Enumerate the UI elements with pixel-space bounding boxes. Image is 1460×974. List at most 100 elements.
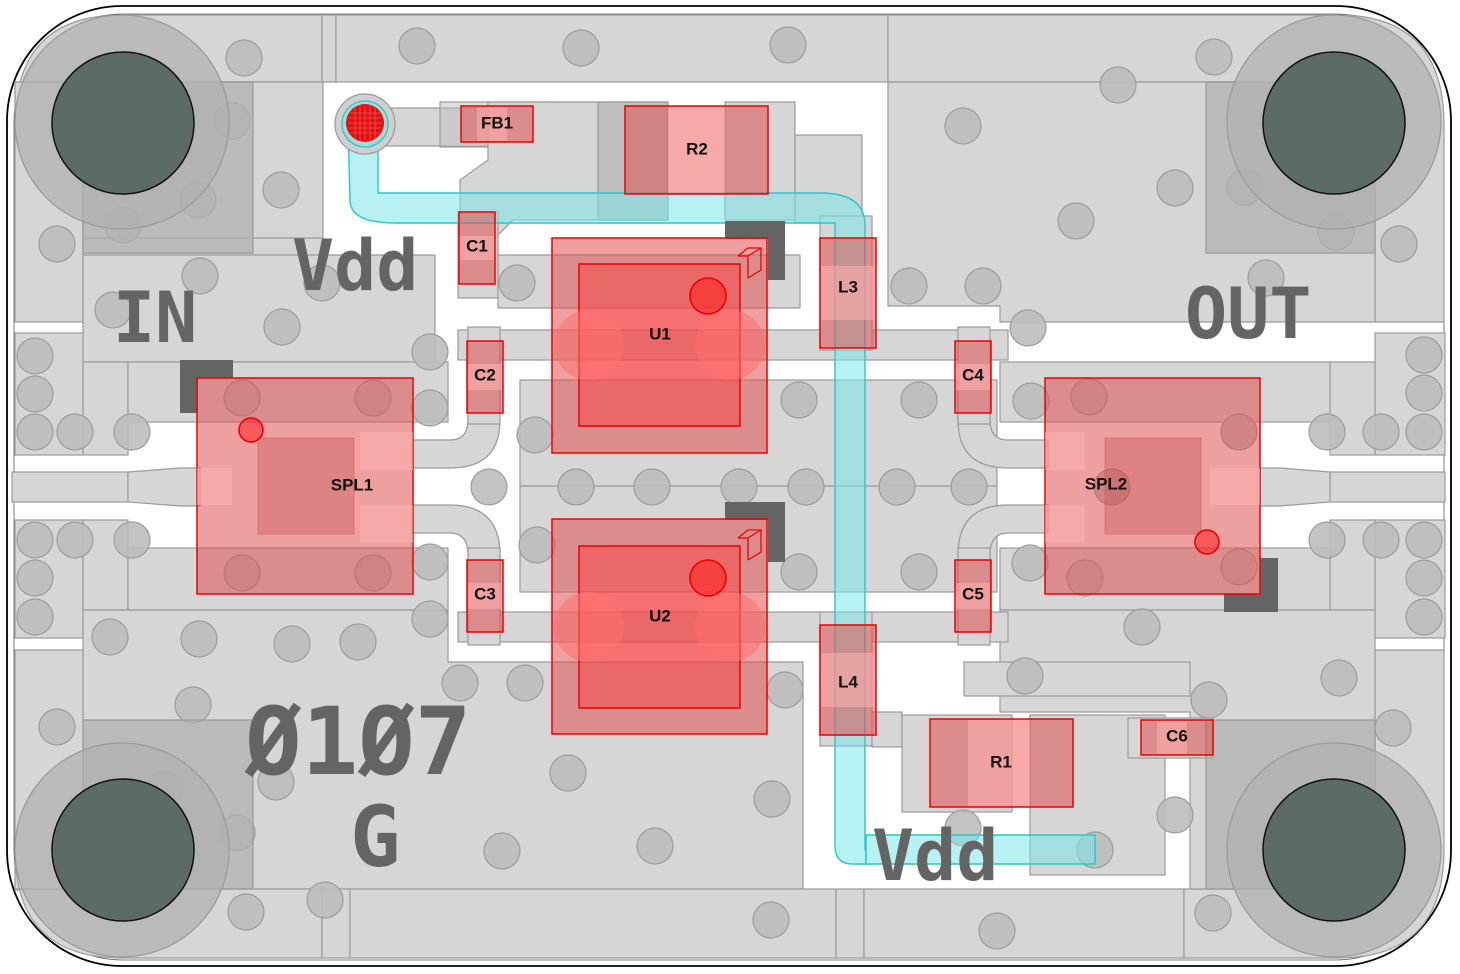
ground-via	[498, 264, 536, 302]
ground-via	[441, 664, 479, 702]
ground-via	[1156, 169, 1194, 207]
c2-label: C2	[474, 365, 496, 384]
component-r1[interactable]: R1	[929, 718, 1074, 808]
ground-via	[780, 553, 818, 591]
ground-via	[16, 337, 54, 375]
ground-via	[1195, 38, 1233, 76]
ground-via	[16, 598, 54, 636]
ground-via	[470, 468, 508, 506]
ground-via	[113, 521, 151, 559]
ground-via	[964, 267, 1002, 305]
ground-via	[273, 625, 311, 663]
ground-via	[950, 468, 988, 506]
ground-via	[94, 291, 132, 329]
component-c6[interactable]: C6	[1140, 719, 1214, 756]
ground-via	[38, 225, 76, 263]
spl1-label: SPL1	[331, 475, 374, 494]
ground-via	[900, 381, 938, 419]
mounting-hole-bottom-left	[14, 719, 254, 958]
ground-via	[1194, 894, 1232, 932]
ground-via	[1012, 382, 1050, 420]
ground-via	[1123, 608, 1161, 646]
ground-via	[306, 881, 344, 919]
component-fb1[interactable]: FB1	[460, 105, 534, 143]
ground-via	[1405, 559, 1443, 597]
silk-vdd-bottom: Vdd	[872, 815, 998, 897]
ground-via	[1374, 709, 1412, 747]
silk-vdd-top: Vdd	[292, 225, 418, 307]
component-c1[interactable]: C1	[458, 211, 496, 285]
ground-via	[1057, 202, 1095, 240]
r1-label: R1	[990, 752, 1012, 771]
component-c2[interactable]: C2	[466, 340, 504, 414]
component-r2[interactable]: R2	[624, 105, 769, 195]
ground-via	[1362, 521, 1400, 559]
ground-via	[1405, 374, 1443, 412]
ground-via	[518, 526, 556, 564]
ground-via	[56, 521, 94, 559]
ground-via	[1362, 413, 1400, 451]
ground-via	[1099, 66, 1137, 104]
l4-label: L4	[838, 672, 858, 691]
mounting-hole-bottom-right	[1205, 719, 1442, 958]
ground-via	[890, 267, 928, 305]
ground-via	[411, 389, 449, 427]
ground-via	[1405, 336, 1443, 374]
ground-via	[1308, 413, 1346, 451]
ground-via	[720, 468, 758, 506]
ground-via	[91, 618, 129, 656]
ground-via	[1156, 796, 1194, 834]
ground-via	[978, 912, 1016, 950]
vdd-bias-trace	[334, 93, 1096, 865]
component-c4[interactable]: C4	[954, 340, 992, 414]
component-c5[interactable]: C5	[954, 559, 992, 633]
ground-via	[1405, 598, 1443, 636]
component-c3[interactable]: C3	[466, 559, 504, 633]
orientation-cube-u1	[737, 247, 762, 279]
c5-label: C5	[962, 584, 984, 603]
silk-in: IN	[113, 277, 197, 359]
ground-via	[516, 416, 554, 454]
ground-via	[16, 521, 54, 559]
component-u1[interactable]: U1	[551, 237, 768, 454]
silk-out: OUT	[1185, 273, 1311, 355]
component-u2[interactable]: U2	[551, 518, 768, 735]
l3-label: L3	[838, 277, 858, 296]
ground-via	[38, 708, 76, 746]
ground-via	[113, 413, 151, 451]
ground-via	[1405, 521, 1443, 559]
ground-via	[257, 763, 295, 801]
ground-via	[181, 257, 219, 295]
ground-via	[398, 27, 436, 65]
ground-via	[225, 39, 263, 77]
ground-via	[1011, 544, 1049, 582]
ground-via	[1009, 309, 1047, 347]
ground-via	[411, 600, 449, 638]
component-spl2[interactable]: SPL2	[1044, 377, 1261, 595]
component-spl1[interactable]: SPL1	[196, 377, 414, 595]
ground-via	[16, 413, 54, 451]
component-l3[interactable]: L3	[819, 237, 877, 349]
via-field	[16, 26, 1443, 950]
ground-via	[549, 754, 587, 792]
mounting-hole-top-right	[1205, 14, 1442, 254]
ground-via	[753, 780, 791, 818]
orientation-cube-u2	[737, 529, 762, 561]
ground-via	[787, 468, 825, 506]
ground-via	[339, 623, 377, 661]
r2-label: R2	[686, 139, 708, 158]
ground-via	[557, 468, 595, 506]
ground-via	[766, 671, 804, 709]
ground-via	[944, 107, 982, 145]
ground-via	[1320, 659, 1358, 697]
ground-via	[56, 413, 94, 451]
ground-via	[878, 468, 916, 506]
silk-rev: G	[350, 788, 401, 886]
c6-label: C6	[1166, 726, 1188, 745]
ground-via	[633, 468, 671, 506]
ground-via	[780, 381, 818, 419]
ground-via	[1380, 225, 1418, 263]
component-l4[interactable]: L4	[819, 624, 877, 736]
ground-via	[411, 333, 449, 371]
u1-label: U1	[649, 324, 671, 343]
